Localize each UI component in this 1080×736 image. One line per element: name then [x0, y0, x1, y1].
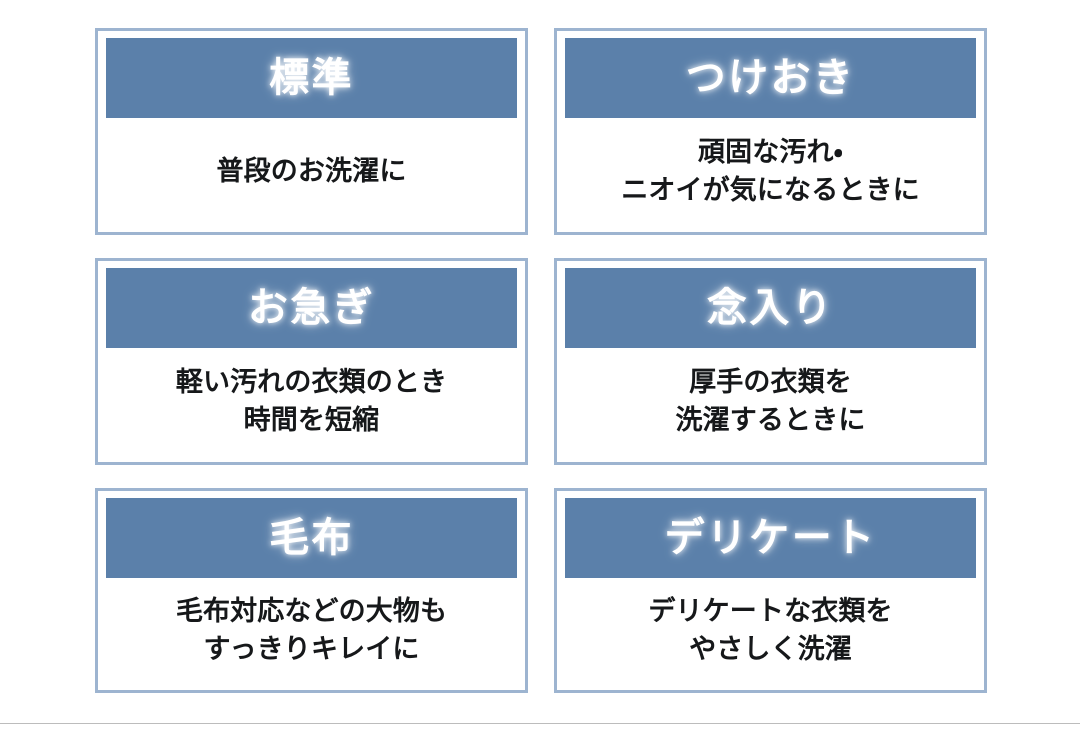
- course-title: 標準: [269, 56, 354, 100]
- course-description: 軽い汚れの衣類のとき 時間を短縮: [175, 366, 448, 435]
- course-card-body: 毛布対応などの大物も すっきりキレイに: [106, 578, 517, 682]
- course-card-quick[interactable]: お急ぎ 軽い汚れの衣類のとき 時間を短縮: [95, 258, 528, 465]
- course-card-standard[interactable]: 標準 普段のお洗濯に: [95, 28, 528, 235]
- course-card-header: 標準: [106, 38, 517, 118]
- course-card-header: 念入り: [565, 268, 976, 348]
- course-card-header: お急ぎ: [106, 268, 517, 348]
- course-title: お急ぎ: [247, 286, 376, 330]
- course-description: デリケートな衣類を やさしく洗濯: [648, 595, 893, 664]
- course-card-body: 軽い汚れの衣類のとき 時間を短縮: [106, 348, 517, 454]
- course-title: 念入り: [706, 286, 835, 330]
- course-card-body: 頑固な汚れ・ ニオイが気になるときに: [565, 118, 976, 224]
- course-description: 毛布対応などの大物も すっきりキレイに: [175, 595, 448, 664]
- course-card-header: つけおき: [565, 38, 976, 118]
- course-card-delicate[interactable]: デリケート デリケートな衣類を やさしく洗濯: [554, 488, 987, 693]
- course-description: 厚手の衣類を 洗濯するときに: [675, 366, 866, 435]
- course-card-blanket[interactable]: 毛布 毛布対応などの大物も すっきりキレイに: [95, 488, 528, 693]
- course-card-header: 毛布: [106, 498, 517, 578]
- course-description: 頑固な汚れ・ ニオイが気になるときに: [621, 136, 920, 205]
- course-title: デリケート: [664, 516, 877, 560]
- course-card-body: デリケートな衣類を やさしく洗濯: [565, 578, 976, 682]
- course-title: つけおき: [685, 56, 856, 100]
- course-title: 毛布: [269, 516, 354, 560]
- course-card-body: 厚手の衣類を 洗濯するときに: [565, 348, 976, 454]
- bottom-divider: [0, 723, 1080, 724]
- course-card-grid: 標準 普段のお洗濯に つけおき 頑固な汚れ・ ニオイが気になるときに お急ぎ 軽…: [95, 28, 987, 693]
- course-description: 普段のお洗濯に: [216, 155, 407, 186]
- course-card-soak[interactable]: つけおき 頑固な汚れ・ ニオイが気になるときに: [554, 28, 987, 235]
- course-card-thorough[interactable]: 念入り 厚手の衣類を 洗濯するときに: [554, 258, 987, 465]
- course-card-body: 普段のお洗濯に: [106, 118, 517, 224]
- course-card-header: デリケート: [565, 498, 976, 578]
